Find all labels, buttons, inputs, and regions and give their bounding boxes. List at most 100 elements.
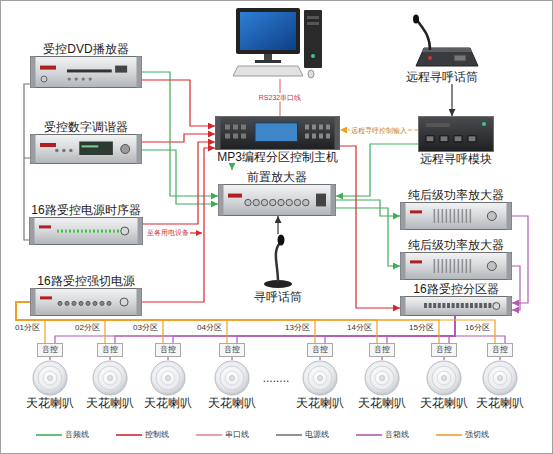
knob [72,301,76,305]
device-drawing [204,360,260,396]
connector [381,357,382,360]
monitor-base [255,60,281,63]
panel-part [225,125,230,130]
device-graphic [82,360,138,396]
dvd-player: 受控DVD播放器 [30,42,142,88]
device-label: 天花喇叭 [86,396,134,410]
panel-part [319,134,323,139]
device-label: 天花喇叭 [358,396,406,410]
device-drawing [140,360,196,396]
knob [38,366,62,390]
panel-part [101,230,103,233]
volume-control: 音控 [97,343,123,357]
panel-part [319,125,323,130]
control-label: 音控 [160,345,176,355]
legend-line [276,434,302,436]
panel-part [450,209,452,223]
panel-part [462,209,464,223]
panel-part [446,209,448,223]
panel-part [69,230,71,233]
ellipsis: ........ [262,371,291,385]
panel-part [67,69,112,72]
panel-part [401,203,406,230]
panel-part [454,209,456,223]
panel-part [507,203,512,230]
device-label: 天花喇叭 [26,396,74,410]
device-drawing [82,360,138,396]
connector [142,134,215,142]
control-label: 音控 [492,345,508,355]
device-graphic [218,184,336,216]
legend-item: 音频线 [36,430,89,440]
panel-part [434,209,436,223]
knob [55,149,59,153]
knob [493,371,507,385]
panel-part [225,134,230,139]
device-graphic [472,360,528,396]
device-graphic [400,14,484,70]
legend-item: 电源线 [276,430,329,440]
connector [142,72,218,196]
knob [498,376,503,381]
device-label: 天花喇叭 [476,396,524,410]
panel-part [326,134,330,139]
device-label: 16路受控强切电源 [37,274,134,288]
zone-label: 02分区 [74,323,101,333]
panel-part [462,259,464,273]
output-arrow [189,232,202,233]
panel-part [228,194,242,198]
device-graphic [400,296,512,316]
device-drawing [400,14,484,70]
knob [215,361,249,395]
connector [336,144,418,196]
device-graphic [22,360,78,396]
knob [98,366,122,390]
knob [151,361,185,395]
panel-part [117,230,119,233]
panel-part [429,303,432,308]
knob [65,301,69,305]
knob [253,199,259,205]
legend-text: 控制线 [145,430,169,440]
control-label: 音控 [102,345,118,355]
knob [303,199,309,205]
connector [142,148,215,302]
zone-switcher: 16路受控分区器 [400,282,512,316]
knob [488,366,512,390]
knob [82,77,85,80]
device-graphic [140,360,196,396]
knob [121,145,130,154]
zone-label: 15分区 [408,323,435,333]
panel-part [488,303,491,308]
knob [79,301,83,305]
panel-part [65,230,67,233]
panel-part [89,230,91,233]
panel-part [454,55,466,61]
device-label: 16路受控电源时序器 [31,203,140,217]
legend-line [196,434,222,436]
device-label: 远程寻呼模块 [420,152,492,166]
panel-part [438,259,440,273]
knob [380,376,385,381]
ceiling-speaker: 天花喇叭 [140,360,196,410]
knob [442,376,447,381]
legend-item: 串口线 [196,430,249,440]
panel-part [447,303,450,308]
knob [68,77,71,80]
control-label: 音控 [374,345,390,355]
device-drawing [400,252,512,280]
power-line [24,84,30,240]
device-label: 天花喇叭 [296,396,344,410]
connector [142,80,215,126]
panel-part [255,123,298,142]
panel-part [31,289,142,316]
panel-part [137,57,142,88]
device-drawing [400,296,512,316]
panel-part [442,209,444,223]
device-drawing [30,56,142,88]
panel-part [31,57,142,88]
shape-part [276,243,280,282]
knob [41,76,47,82]
